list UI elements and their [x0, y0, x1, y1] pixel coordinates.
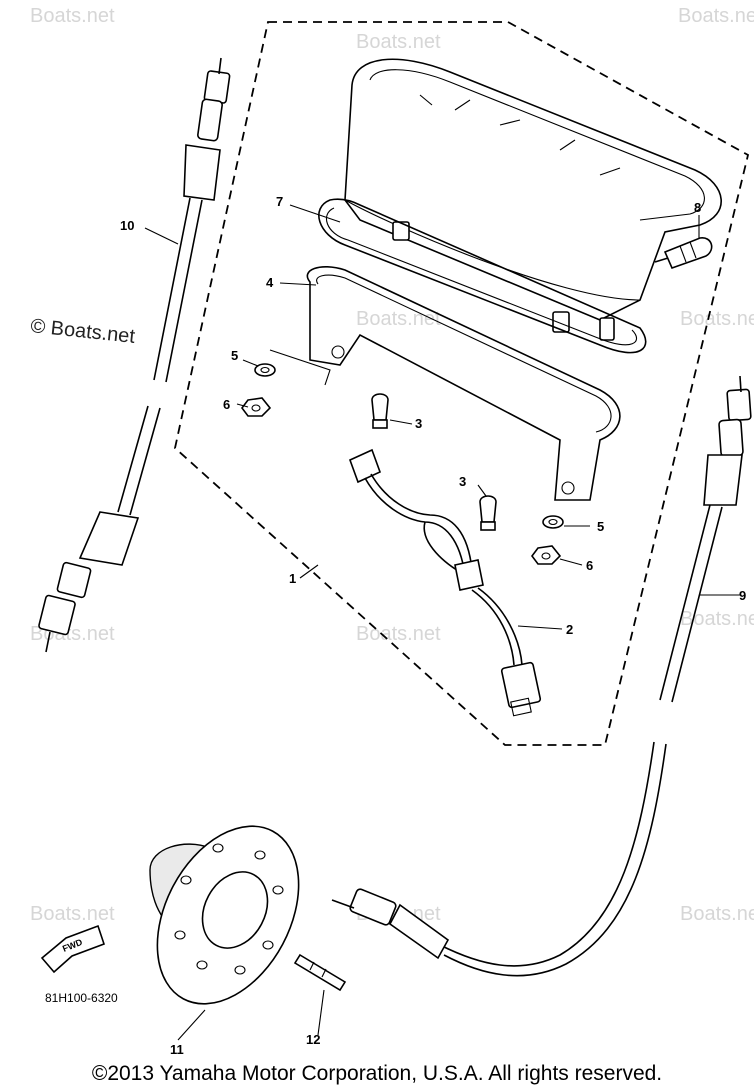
callout-label: 11	[170, 1042, 184, 1057]
watermark-prominent: © Boats.net	[29, 315, 136, 348]
watermark: Boats.net	[678, 5, 754, 27]
callout-label: 10	[120, 218, 134, 233]
watermark: Boats.net	[680, 903, 754, 925]
watermark: Boats.net	[680, 608, 754, 630]
washer-left	[254, 363, 276, 377]
assembly-boundary	[174, 21, 750, 746]
callout-label: 5	[231, 348, 238, 363]
watermark: Boats.net	[356, 308, 441, 330]
leader-lines	[144, 204, 740, 1041]
callout-label: 6	[223, 397, 230, 412]
meter-gear-unit	[149, 825, 300, 1005]
watermark: Boats.net	[356, 31, 441, 53]
nut-right	[531, 545, 562, 565]
watermark: Boats.net	[30, 5, 115, 27]
nut-left	[241, 397, 272, 417]
callout-label: 5	[597, 519, 604, 534]
meter-housing	[344, 58, 722, 341]
callout-label: 8	[694, 200, 701, 215]
callout-labels: 1 2 3 3 4 5 5 6 6 7 8 9 10 11 12	[120, 194, 746, 1057]
callout-label: 2	[566, 622, 573, 637]
watermark: Boats.net	[30, 903, 115, 925]
callout-label: 3	[459, 474, 466, 489]
copyright-notice: ©2013 Yamaha Motor Corporation, U.S.A. A…	[91, 1062, 663, 1085]
part-code: 81H100-6320	[45, 991, 118, 1005]
front-arrow-icon: FWD	[40, 924, 106, 974]
pin	[293, 953, 347, 992]
gasket	[318, 198, 647, 354]
callout-label: 4	[266, 275, 274, 290]
callout-label: 9	[739, 588, 746, 603]
callout-label: 7	[276, 194, 283, 209]
wire-harness	[348, 448, 542, 717]
callout-label: 1	[289, 571, 296, 586]
washer-right	[542, 515, 564, 529]
callout-label: 6	[586, 558, 593, 573]
bulb-upper	[371, 393, 389, 429]
bulb-lower	[479, 495, 497, 531]
meter-cable-left	[38, 57, 231, 653]
watermark: Boats.net	[680, 308, 754, 330]
meter-cable-right	[331, 375, 752, 977]
callout-label: 12	[306, 1032, 320, 1047]
bracket	[269, 266, 621, 501]
callout-label: 3	[415, 416, 422, 431]
watermark: Boats.net	[356, 623, 441, 645]
trip-knob	[654, 237, 713, 270]
